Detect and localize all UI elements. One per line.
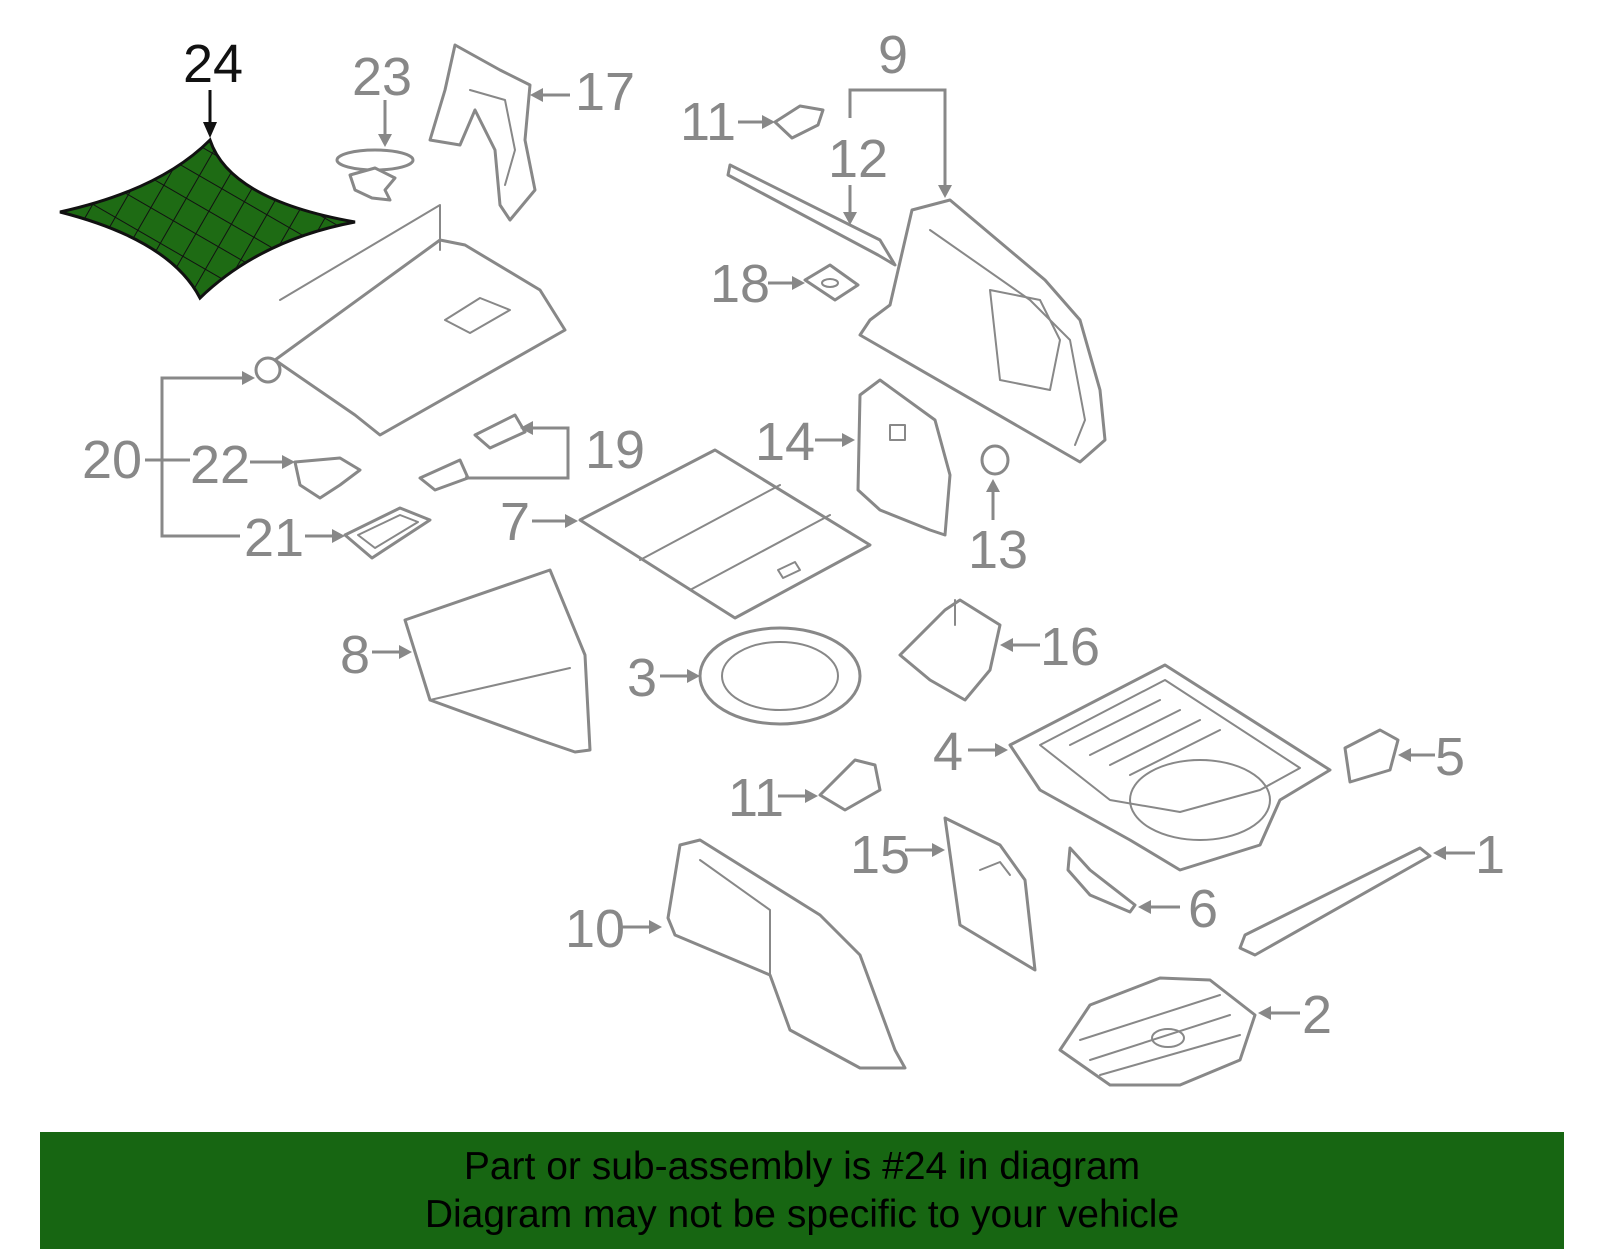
- part-23-clip[interactable]: [335, 148, 415, 202]
- part-20-cargo-cover[interactable]: [254, 204, 567, 437]
- callout-22[interactable]: 22: [190, 435, 250, 495]
- callout-17[interactable]: 17: [575, 62, 635, 122]
- banner-line-part-info: Part or sub-assembly is #24 in diagram: [463, 1144, 1141, 1188]
- info-banner: Part or sub-assembly is #24 in diagram D…: [40, 1132, 1564, 1249]
- callout-14[interactable]: 14: [755, 412, 815, 472]
- part-2-floor-cover[interactable]: [1058, 976, 1257, 1087]
- callout-15[interactable]: 15: [850, 825, 910, 885]
- part-16-bracket[interactable]: [898, 598, 1002, 702]
- part-11-lower-bracket[interactable]: [818, 758, 882, 812]
- parts-diagram: 24 23 17 9 11 12 18 20: [59, 25, 1505, 1087]
- part-5-clip[interactable]: [1343, 728, 1400, 784]
- part-6-bracket[interactable]: [1066, 846, 1137, 914]
- part-17-side-trim[interactable]: [428, 43, 537, 222]
- part-11-upper-bracket[interactable]: [773, 104, 825, 140]
- part-22-holder[interactable]: [293, 456, 362, 500]
- callout-4[interactable]: 4: [933, 722, 963, 782]
- callout-24[interactable]: 24: [183, 34, 243, 94]
- part-8-side-liner[interactable]: [403, 568, 592, 754]
- callout-7[interactable]: 7: [500, 492, 530, 552]
- callout-5[interactable]: 5: [1435, 727, 1465, 787]
- part-7-floor-panel[interactable]: [578, 448, 872, 620]
- callout-23[interactable]: 23: [352, 47, 412, 107]
- callout-11-lower[interactable]: 11: [728, 768, 784, 828]
- part-13-plug[interactable]: [980, 444, 1010, 476]
- callout-11-upper[interactable]: 11: [680, 92, 736, 152]
- callout-12[interactable]: 12: [828, 129, 888, 189]
- callout-1[interactable]: 1: [1475, 825, 1505, 885]
- part-15-panel[interactable]: [943, 816, 1037, 972]
- callout-21[interactable]: 21: [244, 508, 304, 568]
- callout-16[interactable]: 16: [1040, 617, 1100, 677]
- callout-19[interactable]: 19: [585, 420, 645, 480]
- part-12-trim-strip[interactable]: [726, 163, 897, 267]
- part-4-cargo-tray[interactable]: [1008, 663, 1332, 872]
- part-9-quarter-trim[interactable]: [858, 198, 1107, 464]
- part-14-side-cover[interactable]: [856, 378, 952, 537]
- part-24-cargo-net[interactable]: [59, 137, 356, 301]
- callout-13[interactable]: 13: [968, 520, 1028, 580]
- callout-10[interactable]: 10: [565, 899, 625, 959]
- callout-2[interactable]: 2: [1302, 985, 1332, 1045]
- callout-6[interactable]: 6: [1188, 879, 1218, 939]
- callout-3[interactable]: 3: [627, 648, 657, 708]
- part-3-spare-ring[interactable]: [698, 626, 862, 726]
- part-21-tray[interactable]: [343, 506, 432, 560]
- callout-18[interactable]: 18: [710, 254, 770, 314]
- part-18-cover[interactable]: [803, 263, 860, 302]
- part-10-side-liner[interactable]: [666, 838, 907, 1070]
- part-1-sill-plate[interactable]: [1238, 846, 1432, 957]
- callout-9[interactable]: 9: [878, 25, 908, 85]
- callout-8[interactable]: 8: [340, 625, 370, 685]
- callout-20[interactable]: 20: [82, 430, 142, 490]
- callout-24-arrow: [203, 122, 217, 138]
- banner-line-disclaimer: Diagram may not be specific to your vehi…: [424, 1192, 1180, 1236]
